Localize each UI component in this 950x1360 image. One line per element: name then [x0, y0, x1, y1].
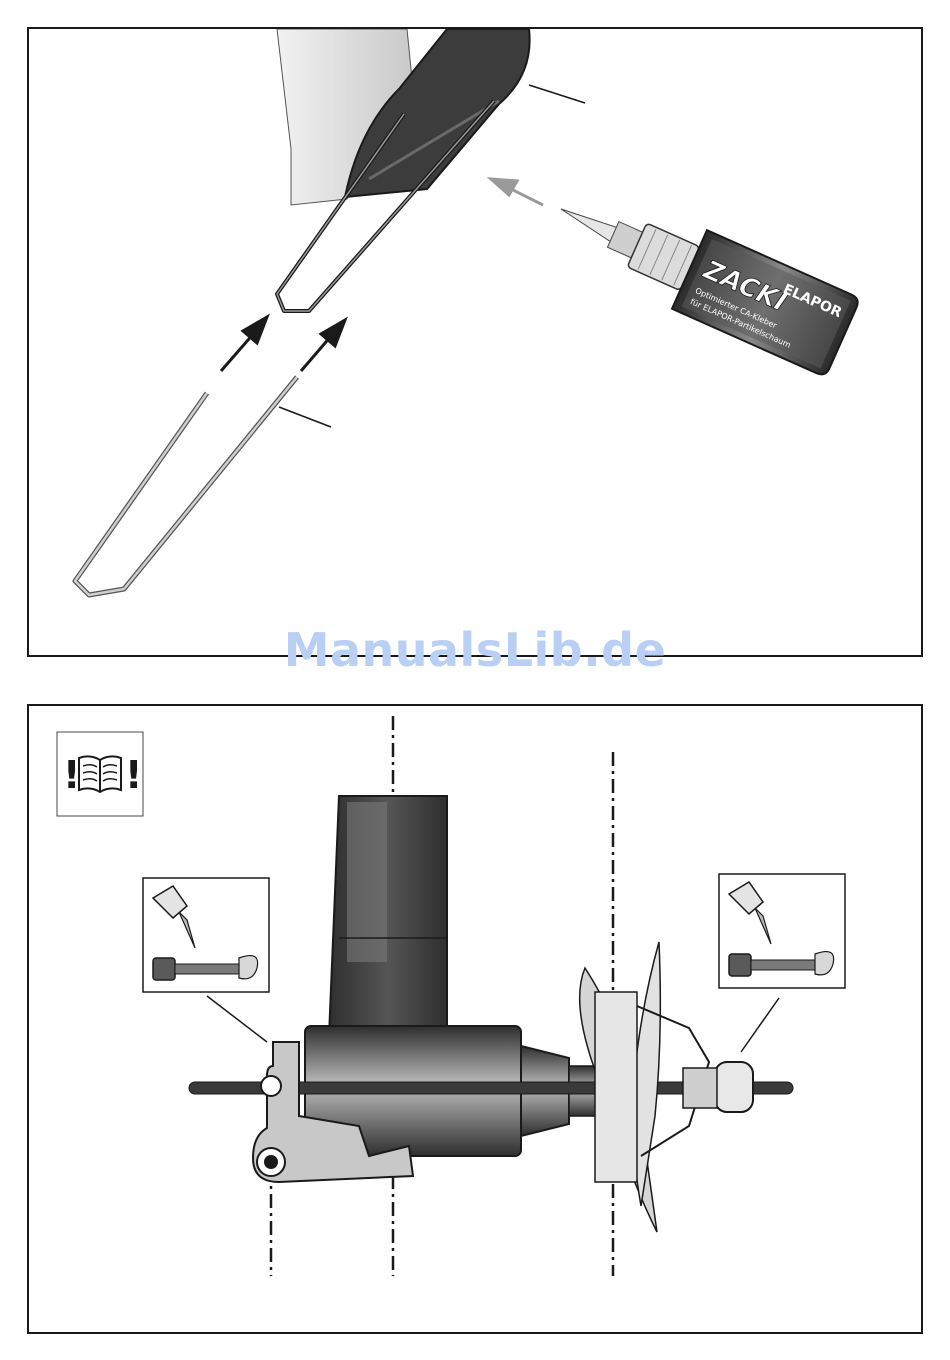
motor-mount-assembly-illustration: ! !: [29, 706, 921, 1332]
glue-on-screw-icon: [719, 874, 845, 988]
leader-line: [529, 85, 585, 103]
svg-text:!: !: [63, 753, 80, 797]
assembly-step-bottom-panel: ! !: [27, 704, 923, 1334]
new-wire-hook: [75, 377, 297, 595]
leader-line: [207, 996, 267, 1042]
read-manual-warning-icon: ! !: [57, 732, 143, 816]
leader-line: [741, 998, 779, 1052]
svg-text:!: !: [125, 753, 142, 797]
assembly-step-top-panel: ZACKI ELAPOR Optimierter CA-Kleber für E…: [27, 27, 923, 657]
insertion-arrows: [221, 317, 345, 371]
glue-direction-arrow: [491, 179, 543, 205]
leader-line: [279, 407, 331, 427]
glue-bottle: ZACKI ELAPOR Optimierter CA-Kleber für E…: [542, 172, 860, 377]
wire-hook-glue-illustration: ZACKI ELAPOR Optimierter CA-Kleber für E…: [29, 29, 921, 655]
motor-mount-block: [329, 796, 447, 1036]
glue-on-screw-icon: [143, 878, 269, 992]
